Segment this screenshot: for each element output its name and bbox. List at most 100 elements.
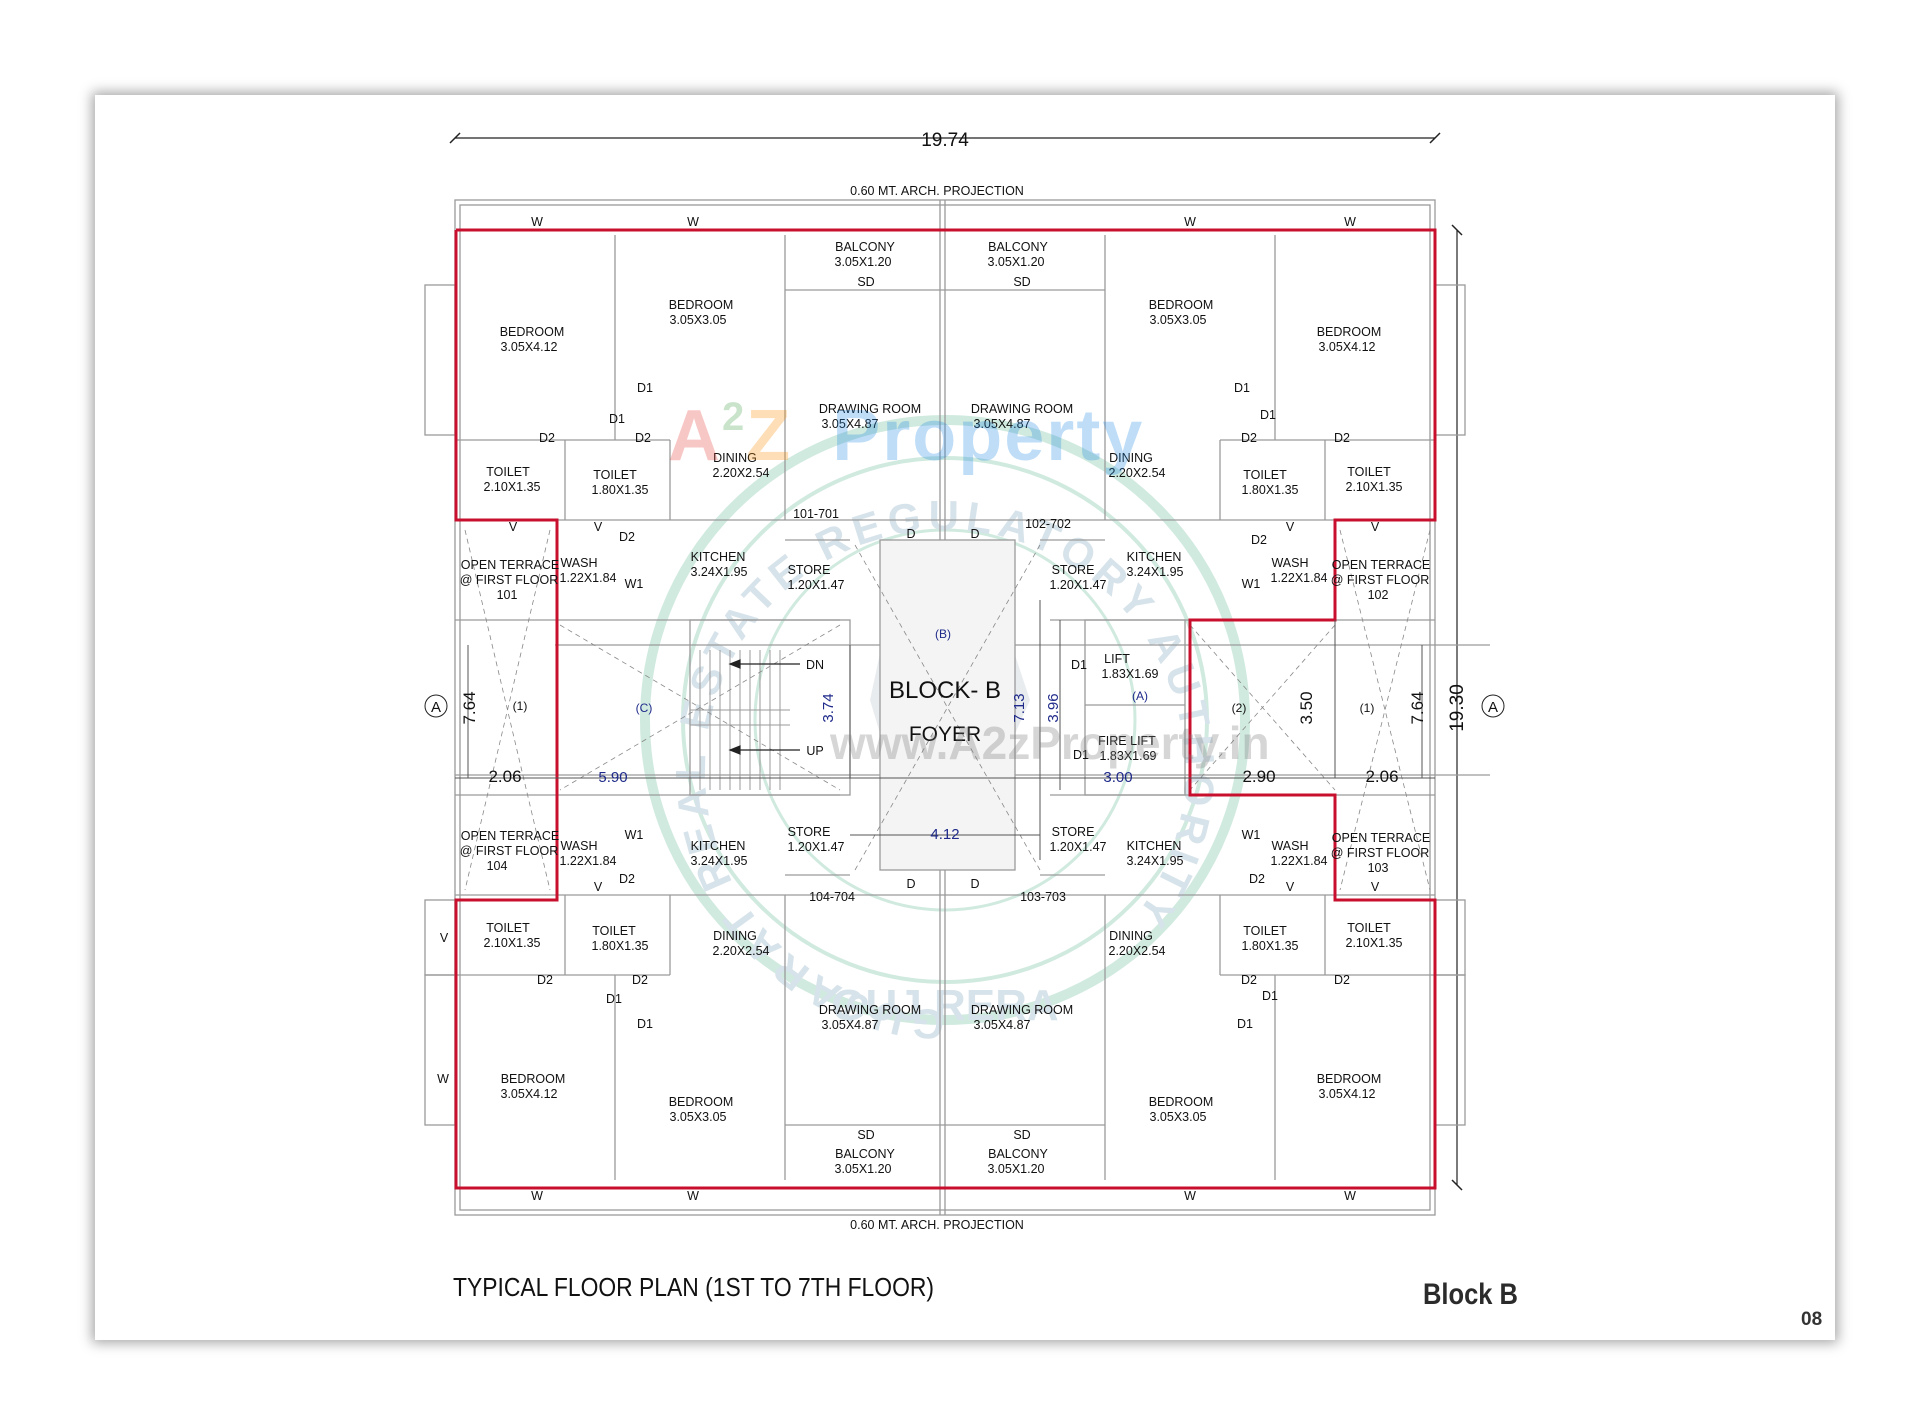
area-tag: (1) — [1360, 701, 1375, 715]
room-name: TOILET — [486, 921, 530, 935]
door-tag: W1 — [625, 577, 644, 591]
room-name: 102 — [1368, 588, 1389, 602]
room-size: 1.22X1.84 — [560, 571, 617, 585]
logo-2: 2 — [722, 395, 747, 439]
projection-top-label: 0.60 MT. ARCH. PROJECTION — [850, 184, 1024, 198]
room-name: OPEN TERRACE — [461, 558, 559, 572]
door-tag: D2 — [539, 431, 555, 445]
door-tag: D1 — [637, 381, 653, 395]
window-tag: W — [437, 1072, 449, 1086]
section-marker-right: A — [1481, 694, 1505, 718]
room-name: KITCHEN — [1127, 839, 1182, 853]
overall-width-label: 19.74 — [921, 130, 969, 151]
door-tag: D — [970, 527, 979, 541]
dimension-lines — [455, 600, 1435, 860]
room-name: TOILET — [593, 468, 637, 482]
room-name: KITCHEN — [1127, 550, 1182, 564]
overall-depth-label: 19.30 — [1447, 684, 1468, 732]
room-name: OPEN TERRACE — [1332, 558, 1430, 572]
room-name: DRAWING ROOM — [971, 402, 1073, 416]
ventilator-tag: V — [594, 520, 603, 534]
room-size: 1.80X1.35 — [592, 483, 649, 497]
door-tags: D1 D1 D2 D2 D2 W1 D D D1 D1 D2 D2 D2 W1 … — [537, 381, 1350, 1031]
room-name: 101 — [497, 588, 518, 602]
room-name: 103 — [1368, 861, 1389, 875]
room-size: 1.80X1.35 — [1242, 939, 1299, 953]
room-name: FIRE LIFT — [1098, 734, 1156, 748]
plan-caption: TYPICAL FLOOR PLAN (1ST TO 7TH FLOOR) — [453, 1272, 935, 1302]
door-tag: D1 — [1262, 989, 1278, 1003]
room-size: 3.05X4.12 — [501, 340, 558, 354]
door-tag: D2 — [1241, 973, 1257, 987]
block-title: BLOCK- B — [889, 677, 1001, 704]
room-name: DINING — [713, 929, 757, 943]
room-name: DINING — [1109, 929, 1153, 943]
room-size: 1.20X1.47 — [788, 578, 845, 592]
room-name: BALCONY — [835, 240, 895, 254]
room-size: 1.22X1.84 — [1271, 854, 1328, 868]
door-tag: W1 — [1242, 828, 1261, 842]
room-name: STORE — [788, 563, 831, 577]
door-tag: D1 — [609, 412, 625, 426]
room-size: 3.05X4.87 — [974, 1018, 1031, 1032]
door-tag: D1 — [606, 992, 622, 1006]
ventilator-tag: V — [1371, 520, 1380, 534]
room-name: TOILET — [1243, 468, 1287, 482]
cutout-diagonals — [464, 529, 1431, 891]
room-size: 3.05X4.12 — [1319, 1087, 1376, 1101]
room-size: 3.05X4.87 — [822, 1018, 879, 1032]
room-size: 1.20X1.47 — [1050, 840, 1107, 854]
room-name: BALCONY — [988, 240, 1048, 254]
door-tag: D2 — [619, 872, 635, 886]
staircase — [689, 650, 790, 790]
window-tag: W — [1344, 215, 1356, 229]
room-size: 3.05X1.20 — [835, 255, 892, 269]
door-tag: D — [906, 877, 915, 891]
room-size: 3.24X1.95 — [691, 854, 748, 868]
dimension-label: 4.12 — [930, 826, 959, 843]
room-size: 1.80X1.35 — [1242, 483, 1299, 497]
door-tag: D — [970, 877, 979, 891]
room-size: 1.20X1.47 — [1050, 578, 1107, 592]
dimension-label: 5.90 — [598, 769, 627, 786]
room-name: KITCHEN — [691, 550, 746, 564]
room-name: LIFT — [1104, 652, 1130, 666]
door-tag: D2 — [635, 431, 651, 445]
door-tag: D1 — [1071, 658, 1087, 672]
room-name: BEDROOM — [669, 1095, 734, 1109]
projection-bottom-label: 0.60 MT. ARCH. PROJECTION — [850, 1218, 1024, 1232]
ventilator-tag: V — [440, 931, 449, 945]
unit-number: 102-702 — [1025, 517, 1071, 531]
door-tag: D2 — [619, 530, 635, 544]
door-tag: W1 — [625, 828, 644, 842]
area-tag: (A) — [1132, 689, 1148, 703]
room-name: @ FIRST FLOOR — [460, 844, 559, 858]
room-name: BALCONY — [835, 1147, 895, 1161]
door-tag: D1 — [1237, 1017, 1253, 1031]
logo-a: A — [668, 396, 722, 476]
window-tag: W — [1344, 1189, 1356, 1203]
room-size: 1.80X1.35 — [592, 939, 649, 953]
unit-boundary — [454, 228, 1437, 1190]
window-tag: W — [1184, 215, 1196, 229]
door-tag: D — [906, 527, 915, 541]
room-name: BEDROOM — [501, 1072, 566, 1086]
room-name: DRAWING ROOM — [819, 1003, 921, 1017]
overall-depth-dimension: 19.30 — [1447, 224, 1468, 1191]
room-size: 1.20X1.47 — [788, 840, 845, 854]
room-size: 2.10X1.35 — [484, 936, 541, 950]
room-name: BEDROOM — [669, 298, 734, 312]
area-tag: (1) — [513, 699, 528, 713]
room-name: DRAWING ROOM — [819, 402, 921, 416]
unit-number: 104-704 — [809, 890, 855, 904]
room-name: OPEN TERRACE — [1332, 831, 1430, 845]
room-name: BEDROOM — [500, 325, 565, 339]
room-name: BEDROOM — [1317, 325, 1382, 339]
room-name: BEDROOM — [1149, 298, 1214, 312]
room-name: @ FIRST FLOOR — [460, 573, 559, 587]
door-tag: D1 — [1234, 381, 1250, 395]
door-tag: D1 — [1260, 408, 1276, 422]
room-name: WASH — [560, 839, 597, 853]
ventilator-tag: V — [1286, 880, 1295, 894]
